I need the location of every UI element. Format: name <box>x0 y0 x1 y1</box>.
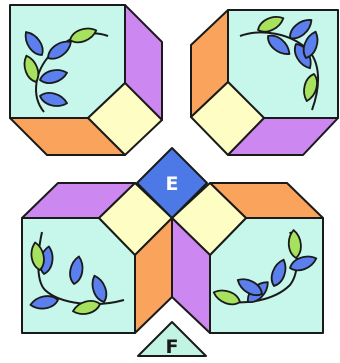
label-e: E <box>166 173 179 195</box>
label-f: F <box>166 336 179 358</box>
label-f-marker: F <box>138 322 206 358</box>
top-right-block <box>191 10 338 155</box>
bottom-left-block <box>22 183 172 333</box>
bottom-right-block <box>172 183 323 333</box>
top-left-block <box>10 5 162 155</box>
